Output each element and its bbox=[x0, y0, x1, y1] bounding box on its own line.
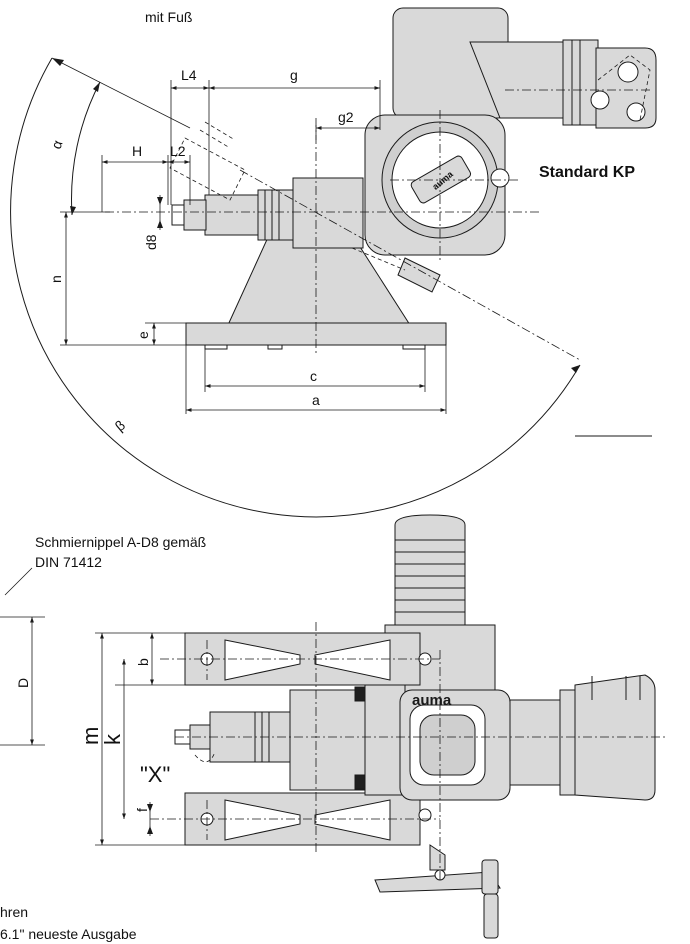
dim-c: c bbox=[310, 368, 317, 384]
alpha-arc bbox=[71, 81, 101, 216]
dim-beta: β bbox=[112, 417, 128, 434]
upper-clamp-web-left bbox=[224, 639, 301, 681]
nipple-label-line1: Schmiernippel A-D8 gemäß bbox=[35, 534, 206, 550]
shaft-end bbox=[171, 204, 185, 226]
dim-alpha: α bbox=[48, 138, 66, 151]
swing-ray-top bbox=[51, 57, 191, 129]
upper-clamp-web-right bbox=[314, 639, 391, 681]
motor-ring bbox=[559, 689, 576, 796]
dim-f: f bbox=[134, 808, 150, 812]
shaft-housing bbox=[204, 194, 266, 236]
motor-end-cap bbox=[595, 47, 657, 129]
ghost-upper bbox=[169, 137, 246, 201]
footer-line1: hren bbox=[0, 904, 28, 920]
dim-L2: L2 bbox=[170, 143, 186, 159]
title-mit-fuss: mit Fuß bbox=[145, 9, 192, 25]
lower-bolt-right bbox=[418, 808, 432, 822]
nipple-top bbox=[354, 686, 366, 702]
dim-g2: g2 bbox=[338, 109, 354, 125]
lever-stem bbox=[429, 844, 446, 871]
selector-knob bbox=[410, 155, 472, 204]
fin-lines bbox=[395, 539, 465, 613]
base-foot-mid bbox=[267, 344, 283, 350]
lever-arm bbox=[374, 871, 501, 893]
nipple-label-line2: DIN 71412 bbox=[35, 554, 102, 570]
shaft-stub bbox=[183, 199, 207, 231]
dim-H: H bbox=[132, 143, 142, 159]
cap-bolt-1 bbox=[617, 61, 639, 83]
base-foot-left bbox=[204, 344, 228, 350]
dim-b: b bbox=[135, 658, 151, 666]
cooling-fins bbox=[394, 514, 466, 636]
dim-m: m bbox=[78, 727, 103, 745]
brand-logo: auma bbox=[412, 692, 452, 709]
dim-a: a bbox=[312, 392, 320, 408]
lower-clamp-web-right bbox=[314, 799, 391, 841]
lever-grip bbox=[483, 893, 499, 939]
gear-flange bbox=[364, 684, 406, 796]
top-view: Schmiernippel A-D8 gemäß DIN 71412 D bbox=[0, 514, 665, 942]
dim-L4: L4 bbox=[181, 67, 197, 83]
gear-body bbox=[289, 689, 366, 791]
standard-kp-label: Standard KP bbox=[539, 164, 635, 181]
dim-e: e bbox=[135, 331, 151, 339]
motor-end bbox=[574, 674, 656, 801]
side-view: mit Fuß α β bbox=[10, 7, 657, 518]
cap-bolt-2 bbox=[590, 90, 610, 110]
beta-arc bbox=[10, 57, 581, 518]
lower-clamp-web-left bbox=[224, 799, 301, 841]
dim-D: D bbox=[15, 678, 31, 688]
dim-g: g bbox=[290, 67, 298, 83]
dim-d8: d8 bbox=[143, 234, 159, 250]
nipple-bottom bbox=[354, 774, 366, 790]
dim-n: n bbox=[48, 275, 64, 283]
shaft-collar bbox=[257, 189, 294, 241]
ghost-lower bbox=[397, 257, 441, 293]
gearbox-block bbox=[292, 177, 364, 249]
view-label: "X" bbox=[140, 762, 170, 787]
base-foot-right bbox=[402, 344, 426, 350]
control-inner bbox=[419, 714, 476, 776]
footer-line2: 6.1" neueste Ausgabe bbox=[0, 926, 137, 942]
lever-knob bbox=[481, 859, 499, 895]
dial-side-button bbox=[490, 168, 510, 188]
dim-k: k bbox=[100, 733, 125, 745]
cap-bolt-3 bbox=[626, 102, 646, 122]
